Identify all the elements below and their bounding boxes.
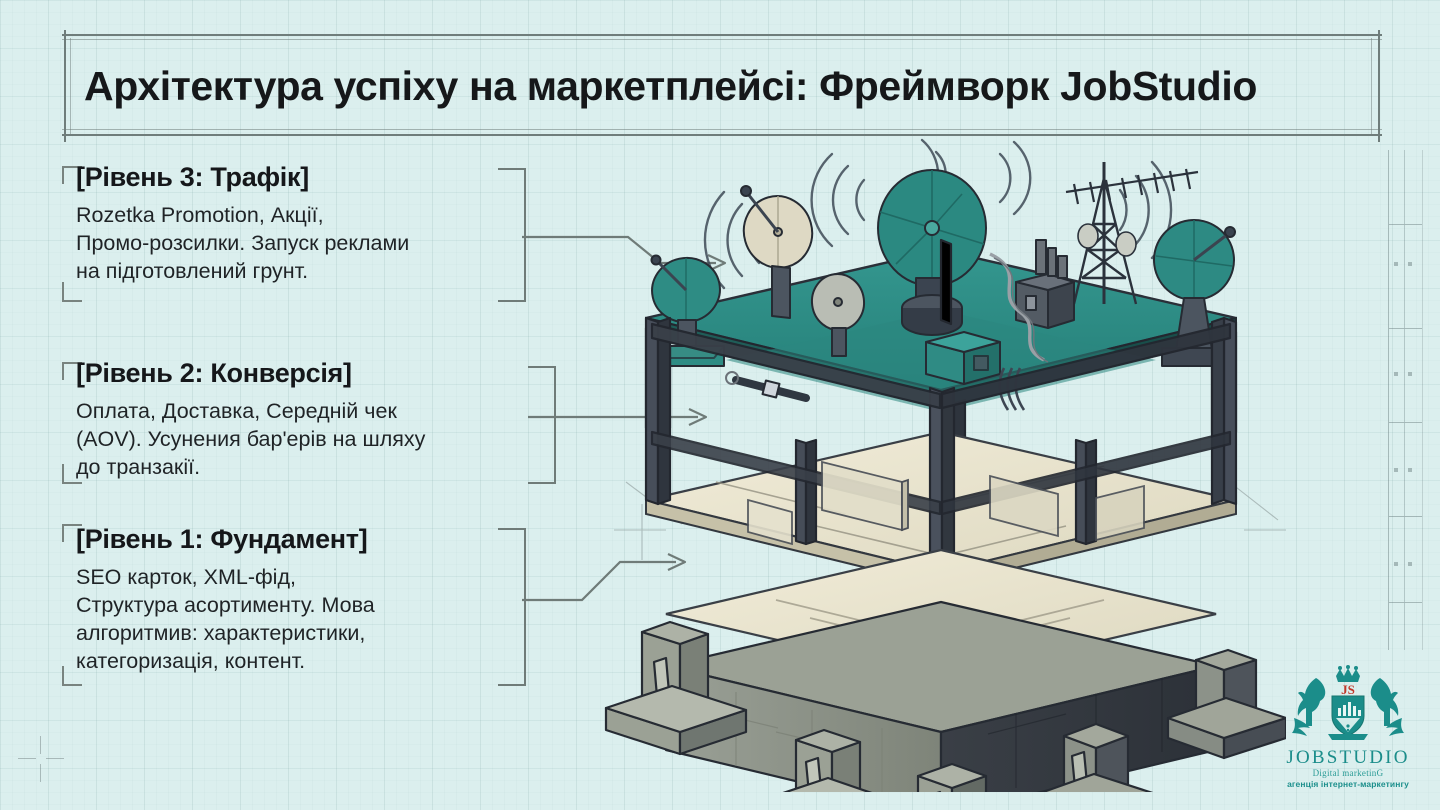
level-1-block: [Рівень 1: Фундамент] SEO карток, XML-фі… <box>76 524 536 676</box>
building-illustration <box>596 132 1286 792</box>
foundation-piers <box>604 620 1286 792</box>
level-2-body: Оплата, Доставка, Середній чек (AOV). Ус… <box>76 399 426 479</box>
level-1-body: SEO карток, XML-фід, Структура асортимен… <box>76 565 375 673</box>
satellite-dish-large <box>877 169 987 336</box>
pier-mid-right <box>1039 722 1154 792</box>
page-title: Архітектура успіху на маркетплейсі: Фрей… <box>84 62 1257 109</box>
pier-mid-left <box>782 728 873 792</box>
satellite-dish-cream <box>740 185 814 319</box>
pier-front-center <box>916 762 988 792</box>
cable-conduit <box>989 252 1049 363</box>
foundation <box>664 600 1218 792</box>
level-3-block: [Рівень 3: Трафік] Rozetka Promotion, Ак… <box>76 162 526 286</box>
level-2-heading: [Рівень 2: Конверсія] <box>76 358 352 388</box>
logo-tagline-uk: агенція інтернет-маркетингу <box>1287 779 1409 789</box>
crest-icon: JS <box>1292 665 1404 740</box>
level-2-block: [Рівень 2: Конверсія] Оплата, Доставка, … <box>76 358 536 482</box>
title-frame <box>62 30 1382 142</box>
logo-tagline-en: Digital marketinG <box>1312 768 1384 778</box>
equipment-box <box>1015 273 1075 329</box>
pier-left <box>604 620 748 756</box>
level-3-body: Rozetka Promotion, Акції, Промо-розсилки… <box>76 203 410 283</box>
blueprint-ruler <box>1378 150 1432 650</box>
roof-pipe <box>725 371 810 402</box>
svg-text:JS: JS <box>1341 682 1355 697</box>
level-3-heading: [Рівень 3: Трафік] <box>76 162 309 192</box>
equipment-box-small <box>925 331 1001 385</box>
level-1-heading: [Рівень 1: Фундамент] <box>76 524 368 554</box>
registration-crop-mark <box>18 736 64 782</box>
logo-wordmark: JOBSTUDIO <box>1286 747 1410 768</box>
satellite-dish-grey <box>810 273 866 357</box>
antenna-tower <box>1065 162 1199 305</box>
jobstudio-logo: JS <box>1272 664 1424 789</box>
pier-right <box>1166 648 1286 760</box>
vent-stack <box>1035 239 1068 279</box>
interior-partitions <box>747 460 1145 546</box>
